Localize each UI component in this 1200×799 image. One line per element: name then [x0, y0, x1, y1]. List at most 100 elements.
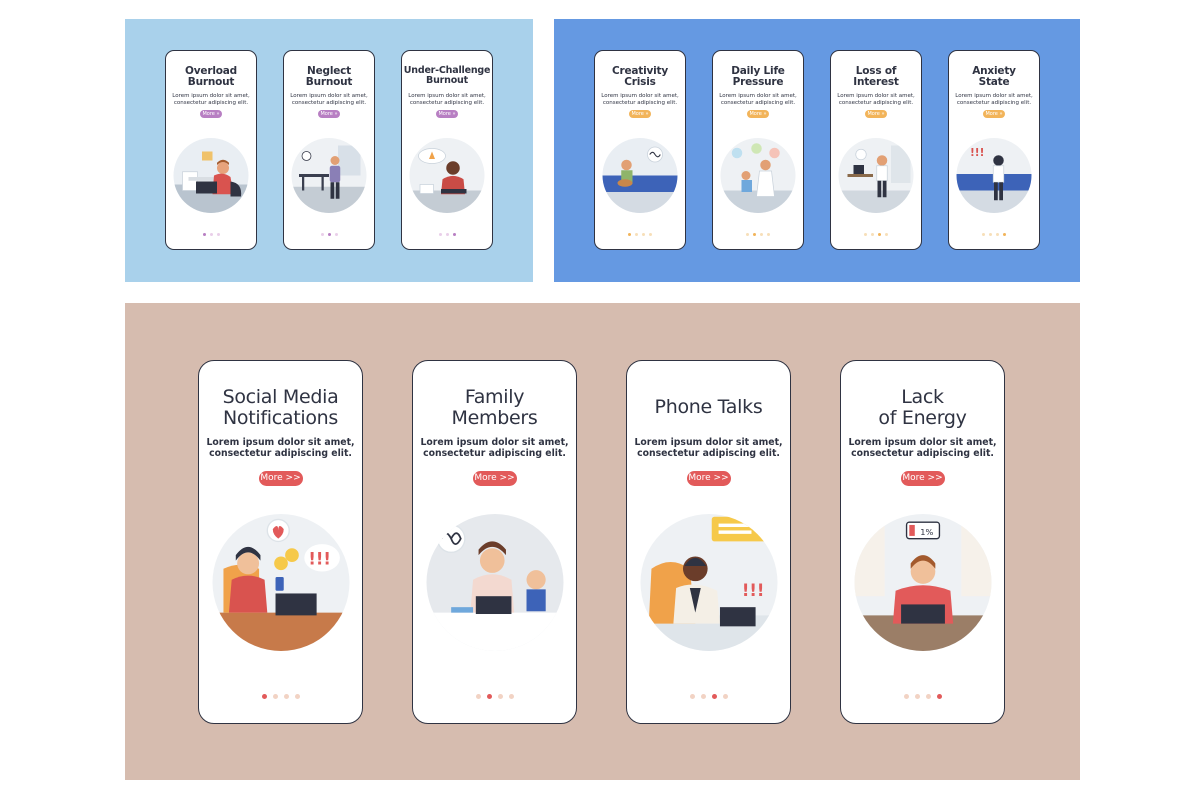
pagination-dot[interactable] [767, 233, 770, 236]
panel-stress-causes: Creativity Crisis Lorem ipsum dolor sit … [554, 19, 1080, 282]
pagination-dot[interactable] [508, 694, 514, 699]
screen-title: Lack of Energy [878, 386, 967, 429]
more-button[interactable]: More >> [258, 471, 303, 486]
onboarding-screen-under-challenge-burnout: Under-Challenge Burnout Lorem ipsum dolo… [401, 50, 493, 250]
screen-title: Under-Challenge Burnout [403, 65, 491, 86]
more-button[interactable]: More >> [900, 471, 945, 486]
pagination-dot-active[interactable] [936, 694, 942, 699]
more-button[interactable]: More » [318, 110, 340, 118]
pagination-dot[interactable] [635, 233, 638, 236]
panel-burnout-types: Overload Burnout Lorem ipsum dolor sit a… [125, 19, 533, 282]
screen-title: Anxiety State [972, 65, 1016, 89]
pagination-dot-active[interactable] [878, 233, 881, 236]
screen-title: Neglect Burnout [305, 65, 353, 89]
alert-text: !!! [970, 147, 984, 159]
pagination-dots [413, 694, 576, 699]
pagination-dot[interactable] [272, 694, 278, 699]
screen-description: Lorem ipsum dolor sit amet, consectetur … [408, 93, 486, 106]
pagination-dot[interactable] [216, 233, 220, 236]
pagination-dots [627, 694, 790, 699]
more-button[interactable]: More » [436, 110, 458, 118]
daily-life-pressure-illustration [720, 138, 796, 213]
pagination-dot-active[interactable] [711, 694, 717, 699]
screen-title: Loss of Interest [853, 65, 899, 89]
alert-text: !!! [308, 550, 331, 569]
onboarding-screen-overload-burnout: Overload Burnout Lorem ipsum dolor sit a… [165, 50, 257, 250]
screen-description: Lorem ipsum dolor sit amet, consectetur … [601, 93, 679, 106]
pagination-dot[interactable] [445, 233, 449, 236]
screen-title: Family Members [451, 386, 538, 429]
pagination-dot[interactable] [903, 694, 909, 699]
phone-talks-illustration: !!! [640, 514, 777, 651]
pagination-dot-active[interactable] [327, 233, 331, 236]
pagination-dot[interactable] [497, 694, 503, 699]
pagination-dot[interactable] [689, 694, 695, 699]
pagination-dot[interactable] [475, 694, 481, 699]
screen-description: Lorem ipsum dolor sit amet, consectetur … [634, 437, 783, 460]
screen-description: Lorem ipsum dolor sit amet, consectetur … [420, 437, 569, 460]
under-challenge-burnout-illustration [409, 138, 485, 213]
pagination-dot[interactable] [722, 694, 728, 699]
pagination-dots [284, 233, 374, 236]
screen-title: Overload Burnout [185, 65, 237, 89]
pagination-dot[interactable] [642, 233, 645, 236]
pagination-dot[interactable] [746, 233, 749, 236]
pagination-dot[interactable] [871, 233, 874, 236]
more-button[interactable]: More » [983, 110, 1005, 118]
pagination-dot-active[interactable] [1003, 233, 1006, 236]
pagination-dot[interactable] [700, 694, 706, 699]
pagination-dot-active[interactable] [753, 233, 756, 236]
onboarding-screen-lack-of-energy: Lack of Energy Lorem ipsum dolor sit ame… [840, 360, 1005, 724]
pagination-dots [199, 694, 362, 699]
pagination-dots [831, 233, 921, 236]
pagination-dot[interactable] [438, 233, 442, 236]
pagination-dot[interactable] [996, 233, 999, 236]
pagination-dot[interactable] [320, 233, 324, 236]
pagination-dot-active[interactable] [628, 233, 631, 236]
more-button[interactable]: More » [747, 110, 769, 118]
more-button[interactable]: More >> [686, 471, 731, 486]
pagination-dot[interactable] [925, 694, 931, 699]
pagination-dot[interactable] [885, 233, 888, 236]
more-button[interactable]: More » [865, 110, 887, 118]
family-members-illustration [426, 514, 563, 651]
lack-of-energy-illustration: 1% [854, 514, 991, 651]
more-button[interactable]: More >> [472, 471, 517, 486]
pagination-dot-active[interactable] [452, 233, 456, 236]
more-button[interactable]: More » [629, 110, 651, 118]
screen-title: Daily Life Pressure [731, 65, 785, 89]
onboarding-screen-neglect-burnout: Neglect Burnout Lorem ipsum dolor sit am… [283, 50, 375, 250]
pagination-dots [841, 694, 1004, 699]
pagination-dot[interactable] [294, 694, 300, 699]
more-button[interactable]: More » [200, 110, 222, 118]
screen-description: Lorem ipsum dolor sit amet, consectetur … [172, 93, 250, 106]
screen-description: Lorem ipsum dolor sit amet, consectetur … [290, 93, 368, 106]
pagination-dot[interactable] [760, 233, 763, 236]
onboarding-screen-phone-talks: Phone Talks Lorem ipsum dolor sit amet, … [626, 360, 791, 724]
creativity-crisis-illustration [602, 138, 678, 213]
pagination-dot[interactable] [649, 233, 652, 236]
pagination-dot[interactable] [864, 233, 867, 236]
pagination-dots [402, 233, 492, 236]
onboarding-screen-creativity-crisis: Creativity Crisis Lorem ipsum dolor sit … [594, 50, 686, 250]
anxiety-state-illustration: !!! [956, 138, 1032, 213]
screen-title: Phone Talks [654, 396, 763, 418]
pagination-dots [949, 233, 1039, 236]
battery-text: 1% [920, 527, 933, 537]
pagination-dot-active[interactable] [486, 694, 492, 699]
pagination-dot[interactable] [989, 233, 992, 236]
pagination-dot[interactable] [283, 694, 289, 699]
screen-title: Creativity Crisis [611, 65, 669, 89]
pagination-dot-active[interactable] [261, 694, 267, 699]
screen-description: Lorem ipsum dolor sit amet, consectetur … [848, 437, 997, 460]
pagination-dot[interactable] [334, 233, 338, 236]
pagination-dot[interactable] [209, 233, 213, 236]
onboarding-screen-anxiety-state: Anxiety State Lorem ipsum dolor sit amet… [948, 50, 1040, 250]
screen-title: Social Media Notifications [222, 386, 339, 429]
screen-description: Lorem ipsum dolor sit amet, consectetur … [837, 93, 915, 106]
pagination-dot[interactable] [914, 694, 920, 699]
pagination-dot[interactable] [982, 233, 985, 236]
pagination-dot-active[interactable] [202, 233, 206, 236]
screen-description: Lorem ipsum dolor sit amet, consectetur … [719, 93, 797, 106]
panel-distractions: Social Media Notifications Lorem ipsum d… [125, 303, 1080, 780]
